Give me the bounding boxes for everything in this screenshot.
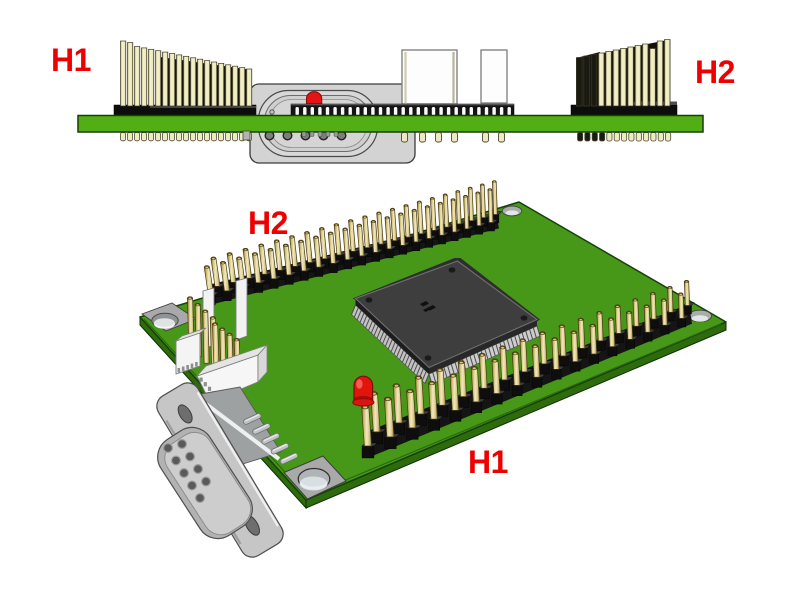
svg-text:H2: H2 (695, 54, 735, 90)
svg-text:H1: H1 (51, 42, 91, 78)
svg-text:H2: H2 (248, 205, 288, 241)
svg-text:H1: H1 (468, 444, 508, 480)
